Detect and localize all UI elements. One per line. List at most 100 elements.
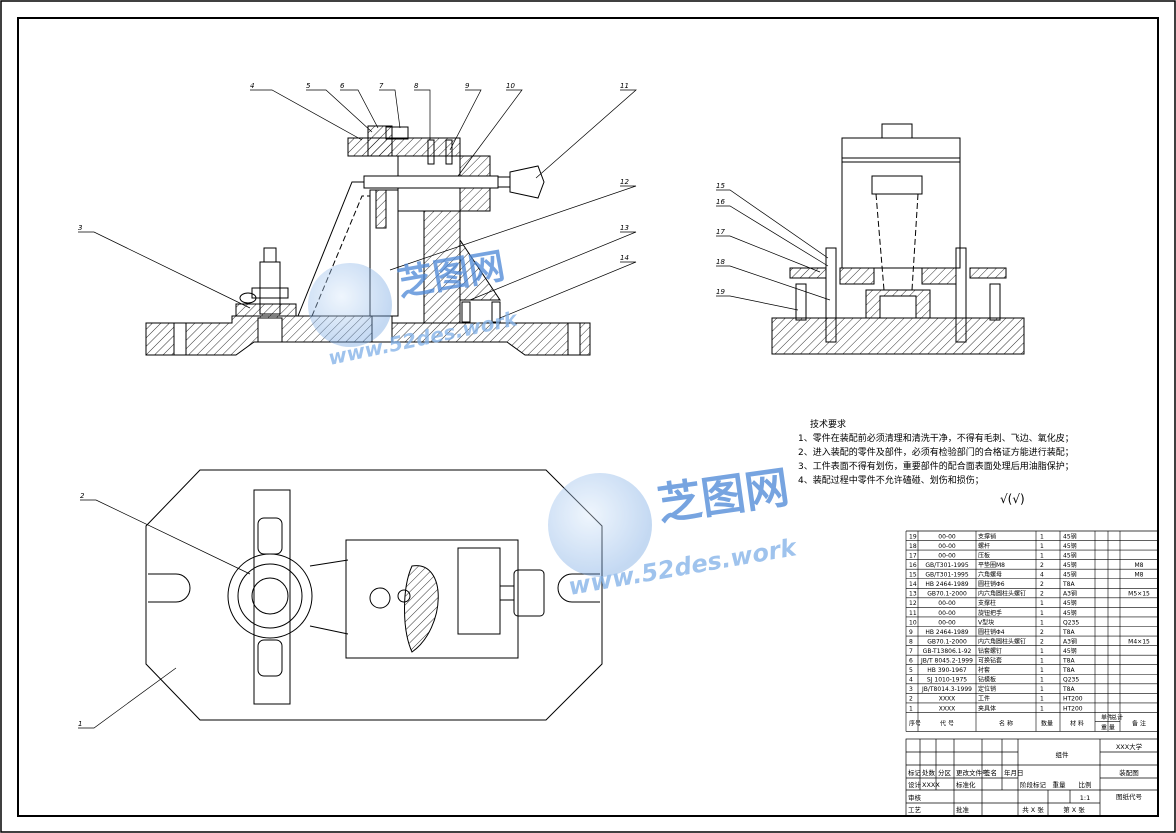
- label-19: 19: [716, 288, 725, 296]
- title-weight: 重量: [1053, 781, 1067, 789]
- bom-header-cell: 单件: [1101, 713, 1113, 721]
- bom-header-cell: 总计: [1111, 713, 1123, 721]
- bom-row-name: 钻套螺钉: [978, 647, 1002, 655]
- title-group: 组件: [1056, 750, 1070, 759]
- bom-row-code: GB/T301-1995: [925, 562, 969, 569]
- bom-row-name: 螺杆: [978, 542, 990, 550]
- title-drawing-no: 图纸代号: [1116, 792, 1143, 801]
- bom-row-material: T8A: [1062, 581, 1075, 588]
- bom-row-no: 13: [909, 591, 917, 598]
- bom-row-code: HB 390-1967: [927, 667, 967, 674]
- bom-row-material: HT200: [1063, 696, 1083, 703]
- watermark-brand-2: 芝图网: [654, 462, 792, 531]
- bom-row-no: 12: [909, 600, 917, 607]
- watermark-upper: 芝图网 www.52des.work: [308, 246, 521, 370]
- bom-row-qty: 1: [1040, 610, 1044, 617]
- bom-row-code: XXXX: [939, 705, 955, 712]
- label-14: 14: [620, 254, 629, 262]
- tech-req-item-3: 3、工件表面不得有划伤，重要部件的配合面表面处理后用油脂保护；: [798, 460, 1074, 472]
- title-approve: 批准: [956, 805, 970, 814]
- title-sheets: 共 X 张: [1022, 805, 1044, 814]
- bom-row-no: 8: [909, 638, 913, 645]
- watermark-lower: 芝图网 www.52des.work: [548, 462, 800, 601]
- label-8: 8: [414, 82, 419, 90]
- technical-requirements: 技术要求 1、零件在装配前必须清理和清洗干净，不得有毛刺、飞边、氧化皮； 2、进…: [798, 418, 1074, 506]
- label-13: 13: [620, 224, 629, 232]
- tech-req-item-4: 4、装配过程中零件不允许磕碰、划伤和损伤；: [798, 474, 984, 486]
- title-row-mark: 标记: [908, 768, 922, 777]
- label-7: 7: [379, 82, 384, 90]
- bom-row-name: 支撑销: [978, 532, 996, 540]
- tech-req-item-2: 2、进入装配的零件及部件，必须有检验部门的合格证方能进行装配；: [798, 446, 1074, 458]
- bom-row-code: GB-T13806.1-92: [923, 648, 972, 655]
- bom-row-name: 钻模板: [978, 676, 996, 684]
- bom-row-code: SJ 1010-1975: [927, 677, 967, 684]
- bom-row-code: GB70.1-2000: [927, 591, 967, 598]
- bom-row-material: A3钢: [1063, 637, 1077, 645]
- label-12: 12: [620, 178, 629, 186]
- bom-row-code: GB70.1-2000: [927, 638, 967, 645]
- bom-row-material: 45钢: [1063, 551, 1077, 559]
- bom-row-no: 15: [909, 572, 917, 579]
- bom-row-name: 内六角圆柱头螺钉: [978, 590, 1026, 598]
- bom-row-name: 内六角圆柱头螺钉: [978, 637, 1026, 645]
- bom-row-material: HT200: [1063, 705, 1083, 712]
- label-17: 17: [716, 228, 725, 236]
- bom-row-material: T8A: [1062, 629, 1075, 636]
- bom-row-qty: 1: [1040, 667, 1044, 674]
- bom-row-qty: 1: [1040, 533, 1044, 540]
- bom-row-qty: 2: [1040, 581, 1044, 588]
- bom-row-code: 00-00: [938, 543, 956, 550]
- bom-row-code: HB 2464-1989: [925, 629, 968, 636]
- bom-row-code: XXXX: [939, 696, 955, 703]
- bom-row-material: 45钢: [1063, 571, 1077, 579]
- label-16: 16: [716, 198, 725, 206]
- label-10: 10: [506, 82, 515, 90]
- bom-header-cell: 名 称: [999, 719, 1013, 727]
- bom-row-remark: M4×15: [1128, 638, 1150, 645]
- bom-row-material: Q235: [1063, 677, 1079, 684]
- bom-header-cell: 数量: [1041, 719, 1053, 727]
- title-design: 设计: [908, 780, 922, 789]
- label-15: 15: [716, 182, 725, 190]
- title-block-text: 组件 XXX大学 装配图 图纸代号 阶段标记 重量 比例 1:1 共 X 张 第…: [908, 742, 1143, 814]
- title-row-date: 年月日: [1004, 768, 1024, 777]
- bom-row-qty: 2: [1040, 591, 1044, 598]
- bom-header-cell: 序号: [909, 719, 921, 727]
- bom-row-no: 11: [909, 610, 917, 617]
- bom-row-material: T8A: [1062, 658, 1075, 665]
- bom-row-material: T8A: [1062, 667, 1075, 674]
- label-18: 18: [716, 258, 725, 266]
- top-leaders: [78, 499, 251, 729]
- bom-row-code: 00-00: [938, 533, 956, 540]
- bom-row-qty: 1: [1040, 600, 1044, 607]
- front-labels: 4 5 6 7 8 9 10 11 3 12 13 14: [78, 82, 629, 262]
- bom-row-code: HB 2464-1989: [925, 581, 968, 588]
- title-design-name: XXXX: [922, 781, 940, 789]
- bom-row-remark: M8: [1135, 562, 1144, 569]
- bom-row-code: 00-00: [938, 610, 956, 617]
- bom-header-weight: 重 量: [1101, 723, 1115, 731]
- title-process: 工艺: [908, 806, 922, 814]
- title-row-sign: 签名: [984, 768, 997, 777]
- bom-row-material: 45钢: [1063, 561, 1077, 569]
- bom-row-name: 圆柱销Φ6: [978, 580, 1005, 588]
- bom-row-no: 6: [909, 658, 913, 665]
- front-leaders: [78, 89, 637, 319]
- tech-req-title: 技术要求: [810, 418, 846, 430]
- bom-header-cell: 备 注: [1132, 719, 1146, 727]
- bom-row-material: 45钢: [1063, 609, 1077, 617]
- bom-row-code: GB/T301-1995: [925, 572, 969, 579]
- side-leaders: [716, 189, 831, 311]
- label-1: 1: [78, 720, 82, 728]
- title-scale: 1:1: [1080, 794, 1090, 802]
- title-standardize: 标准化: [956, 780, 976, 789]
- label-11: 11: [620, 82, 629, 90]
- watermark-globe-icon-2: [548, 473, 652, 577]
- bom-row-name: 可换钻套: [978, 657, 1002, 665]
- bom-row-name: 压板: [978, 551, 990, 559]
- bom-row-no: 2: [909, 696, 913, 703]
